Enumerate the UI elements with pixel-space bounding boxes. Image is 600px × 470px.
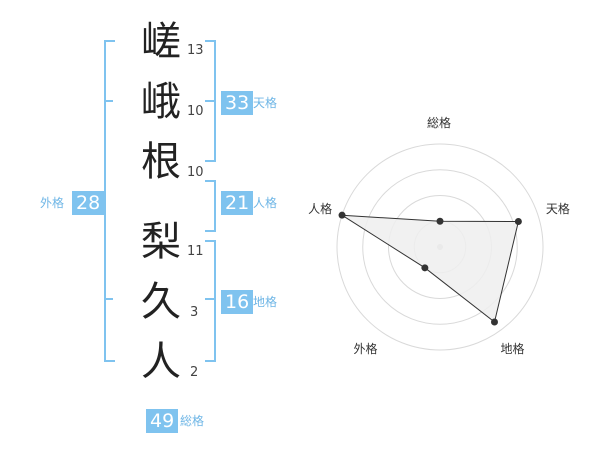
outer-bracket-tick: [104, 100, 113, 102]
tenkaku-value: 33: [221, 91, 254, 115]
radar-axis-label-2: 天格: [545, 202, 570, 217]
soukaku-value: 49: [146, 409, 179, 433]
jinkaku-label: 人格: [253, 196, 278, 210]
heaven-bracket-tick: [205, 100, 214, 102]
soukaku-label: 総格: [180, 414, 205, 428]
radar-axis-label-3: 地格: [500, 342, 525, 357]
tenkaku-label: 天格: [253, 96, 278, 110]
surname-char-1: 嵯: [141, 19, 181, 65]
outer-bracket-tick: [104, 298, 113, 300]
radar-ring: [336, 143, 544, 351]
radar-point-4: [421, 264, 429, 272]
radar-point-5: [338, 211, 346, 219]
earth-bracket: [205, 240, 216, 362]
gaikaku-label: 外格: [40, 196, 65, 210]
radar-point-2: [514, 218, 522, 226]
stroke-count-5: 3: [190, 305, 199, 320]
heaven-bracket: [205, 40, 216, 162]
stroke-count-6: 2: [190, 365, 199, 380]
gaikaku-value: 28: [72, 191, 105, 215]
earth-bracket-tick: [205, 298, 214, 300]
given-name-char-2: 久: [141, 279, 181, 325]
chikaku-label: 地格: [253, 295, 278, 309]
surname-char-2: 峨: [141, 79, 181, 125]
stroke-count-3: 10: [187, 165, 204, 180]
given-name-char-1: 梨: [141, 219, 181, 265]
radar-axis-label-5: 人格: [308, 202, 333, 217]
radar-ring: [362, 169, 518, 325]
radar-series-area: [341, 214, 520, 323]
chikaku-value: 16: [221, 290, 254, 314]
radar-point-1: [436, 217, 444, 225]
radar-axis-label-1: 総格: [427, 116, 452, 130]
stroke-count-4: 11: [187, 244, 204, 259]
jinkaku-value: 21: [221, 191, 254, 215]
stroke-count-1: 13: [187, 43, 204, 58]
surname-char-3: 根: [141, 139, 181, 185]
outer-bracket: [104, 40, 115, 362]
radar-point-3: [490, 318, 498, 326]
person-bracket: [205, 180, 216, 232]
stroke-count-2: 10: [187, 104, 204, 119]
radar-axis-label-4: 外格: [353, 342, 378, 357]
given-name-char-3: 人: [141, 339, 181, 385]
